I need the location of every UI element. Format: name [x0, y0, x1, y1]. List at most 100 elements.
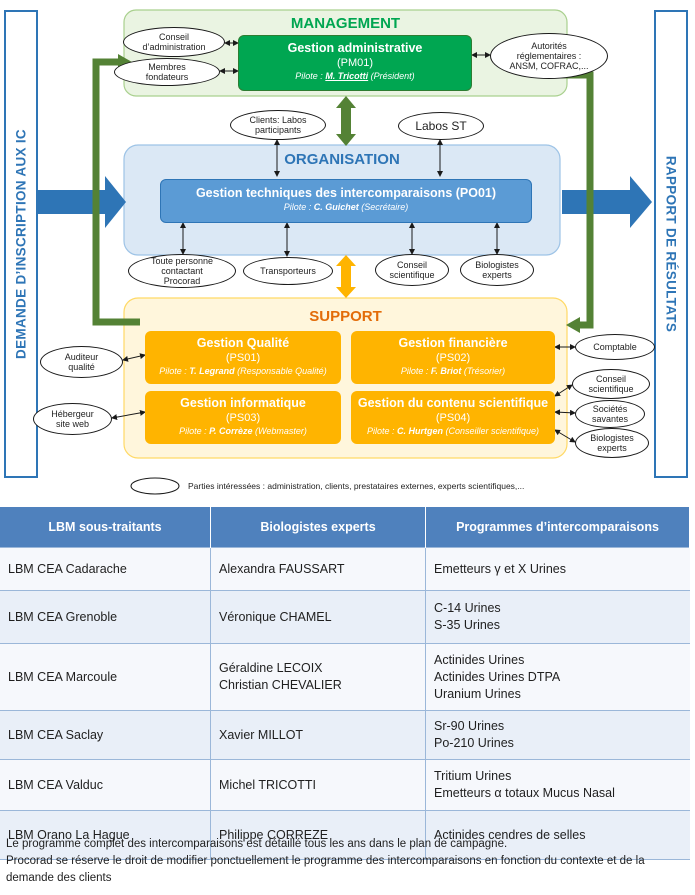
- table-header-row: LBM sous-traitants Biologistes experts P…: [0, 507, 690, 548]
- experts-cell: Philippe CORREZE: [210, 810, 426, 860]
- expert-name: Christian CHEVALIER: [219, 678, 342, 692]
- experts-cell: Géraldine LECOIX Christian CHEVALIER: [210, 643, 426, 711]
- experts-cell: Michel TRICOTTI: [210, 759, 426, 811]
- programs-cell: Actinides cendres de selles: [425, 810, 690, 860]
- header-experts: Biologistes experts: [210, 507, 426, 548]
- stakeholder-labos-st: Labos ST: [398, 112, 484, 140]
- process-po01: Gestion techniques des intercomparaisons…: [160, 179, 532, 223]
- stakeholder-comptable: Comptable: [575, 334, 655, 360]
- stakeholder-conseil-scientifique-sup: Conseil scientifique: [572, 369, 650, 399]
- program-name: Sr-90 Urines: [434, 719, 505, 733]
- process-pm01: Gestion administrative (PM01) Pilote : M…: [238, 35, 472, 91]
- program-name: S-35 Urines: [434, 618, 500, 632]
- stakeholder-transporteurs: Transporteurs: [243, 257, 333, 285]
- left-feedback-loop: [92, 58, 140, 326]
- program-name: Emetteurs γ et X Urines: [434, 561, 566, 576]
- experts-cell: Alexandra FAUSSART: [210, 547, 426, 591]
- process-ps02: Gestion financière (PS02) Pilote : F. Br…: [351, 331, 555, 384]
- legend-oval: [130, 477, 180, 495]
- program-name: Actinides Urines: [434, 652, 525, 667]
- programs-cell: Emetteurs γ et X Urines: [425, 547, 690, 591]
- lab-cell: LBM CEA Cadarache: [0, 547, 211, 591]
- program-name: Actinides cendres de selles: [434, 827, 586, 842]
- expert-name: Michel TRICOTTI: [219, 777, 316, 792]
- experts-cell: Xavier MILLOT: [210, 710, 426, 760]
- process-pm01-code: (PM01): [336, 57, 374, 69]
- expert-name: Alexandra FAUSSART: [219, 561, 345, 576]
- stakeholder-conseil-administration: Conseil d’administration: [123, 27, 225, 57]
- expert-name: Véronique CHAMEL: [219, 609, 332, 624]
- stakeholder-clients-labos: Clients: Labos participants: [230, 110, 326, 140]
- process-ps04-pilot: Pilote : C. Hurtgen (Conseiller scientif…: [366, 426, 540, 436]
- process-po01-pilot: Pilote : C. Guichet (Secrétaire): [283, 202, 409, 212]
- program-name: Tritium Urines: [434, 769, 512, 783]
- stakeholder-societes-savantes: Sociétés savantes: [575, 400, 645, 428]
- expert-name: Géraldine LECOIX: [219, 661, 323, 675]
- process-ps01-pilot: Pilote : T. Legrand (Responsable Qualité…: [159, 366, 327, 376]
- output-flow-arrowhead: [630, 176, 652, 228]
- stakeholder-connectors: [111, 40, 576, 443]
- process-po01-title: Gestion techniques des intercomparaisons…: [195, 186, 497, 200]
- expert-name: Xavier MILLOT: [219, 727, 304, 742]
- footnotes: Le programme complet des intercomparaiso…: [6, 836, 691, 887]
- organisation-title: ORGANISATION: [284, 151, 400, 168]
- table-row: LBM CEA Grenoble Véronique CHAMEL C-14 Uri…: [0, 590, 690, 644]
- process-ps03-code: (PS03): [225, 412, 261, 424]
- legend-text: Parties intéressées : administration, cl…: [188, 481, 525, 491]
- process-ps02-title: Gestion financière: [398, 336, 508, 350]
- left-input-bar: DEMANDE D’INSCRIPTION AUX IC: [4, 10, 38, 478]
- process-ps02-code: (PS02): [435, 352, 471, 364]
- right-output-bar: RAPPORT DE RÉSULTATS: [654, 10, 688, 478]
- right-bar-label: RAPPORT DE RÉSULTATS: [663, 155, 679, 333]
- stakeholder-auditeur-qualite: Auditeur qualité: [40, 346, 123, 378]
- expert-name: Philippe CORREZE: [219, 827, 329, 842]
- process-ps04: Gestion du contenu scientifique (PS04) P…: [351, 391, 555, 444]
- header-programs: Programmes d’intercomparaisons: [425, 507, 690, 548]
- process-ps01-code: (PS01): [225, 352, 261, 364]
- stakeholder-biologistes-sup: Biologistes experts: [575, 428, 649, 458]
- left-bar-label: DEMANDE D’INSCRIPTION AUX IC: [13, 129, 29, 359]
- footnote-2: Procorad se réserve le droit de modifier…: [6, 855, 645, 884]
- lab-cell: LBM CEA Marcoule: [0, 643, 211, 711]
- lab-cell: LBM CEA Valduc: [0, 759, 211, 811]
- table-row: LBM CEA Valduc Michel TRICOTTI Tritium Uri…: [0, 759, 690, 811]
- stakeholder-autorites-reglementaires: Autorités réglementaires : ANSM, COFRAC,…: [490, 33, 608, 79]
- input-flow-arrowhead: [105, 176, 126, 228]
- management-title: MANAGEMENT: [290, 15, 401, 32]
- table-row: LBM CEA Cadarache Alexandra FAUSSART Emett…: [0, 547, 690, 591]
- right-loop-arrowhead: [566, 317, 580, 333]
- program-name: Po-210 Urines: [434, 736, 514, 750]
- stakeholder-toute-personne: Toute personne contactant Procorad: [128, 254, 236, 288]
- process-ps03-pilot: Pilote : P. Corrèze (Webmaster): [179, 426, 307, 436]
- lab-cell: LBM CEA Saclay: [0, 710, 211, 760]
- experts-cell: Véronique CHAMEL: [210, 590, 426, 644]
- table-row: LBM Orano La Hague Philippe CORREZE Actini…: [0, 810, 690, 860]
- process-pm01-pilot: Pilote : M. Tricotti (Président): [295, 71, 415, 81]
- footnote-1: Le programme complet des intercomparaiso…: [6, 838, 508, 850]
- subcontractors-table: LBM sous-traitants Biologistes experts P…: [0, 507, 690, 860]
- stakeholder-membres-fondateurs: Membres fondateurs: [114, 58, 220, 86]
- stakeholder-hebergeur: Hébergeur site web: [33, 403, 112, 435]
- stakeholder-conseil-scientifique-org: Conseil scientifique: [375, 254, 449, 286]
- lab-cell: LBM Orano La Hague: [0, 810, 211, 860]
- program-name: Actinides Urines DTPA: [434, 669, 561, 684]
- process-map-diagram: DEMANDE D’INSCRIPTION AUX IC RAPPORT DE …: [4, 9, 688, 495]
- table-body: LBM CEA Cadarache Alexandra FAUSSART Emett…: [0, 547, 690, 860]
- org-support-double-arrow: [336, 255, 356, 298]
- process-ps03-title: Gestion informatique: [180, 396, 306, 410]
- output-flow-arrow: [562, 190, 632, 214]
- lab-cell: LBM CEA Grenoble: [0, 590, 211, 644]
- stakeholder-biologistes-org: Biologistes experts: [460, 254, 534, 286]
- mgmt-org-double-arrow: [336, 96, 356, 146]
- program-name: Emetteurs α totaux Mucus Nasal: [434, 786, 615, 800]
- process-ps01-title: Gestion Qualité: [196, 336, 290, 350]
- process-ps03: Gestion informatique (PS03) Pilote : P. …: [145, 391, 341, 444]
- process-ps04-code: (PS04): [435, 412, 471, 424]
- process-ps02-pilot: Pilote : F. Briot (Trésorier): [400, 366, 506, 376]
- support-title: SUPPORT: [309, 308, 382, 325]
